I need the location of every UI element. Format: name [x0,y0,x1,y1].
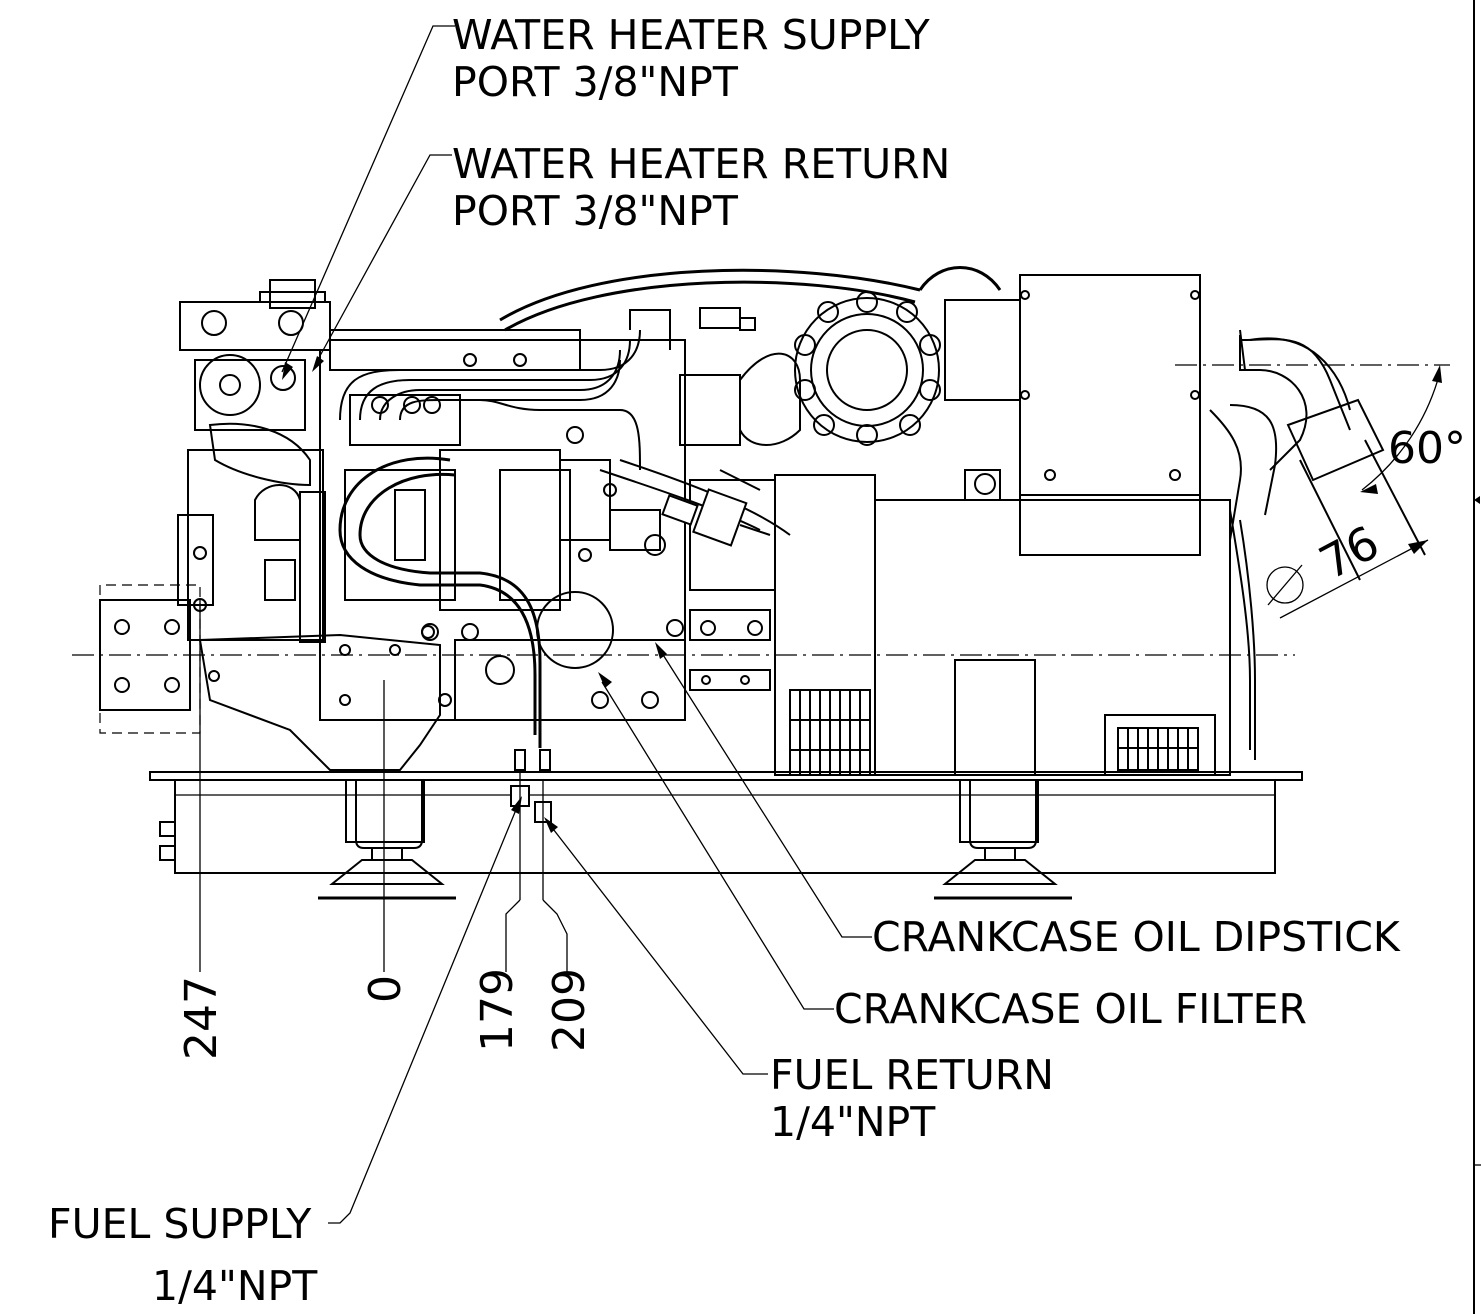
callout-water-heater-return-line1: WATER HEATER RETURN [452,140,951,188]
dimension-247: 247 [176,976,227,1060]
front-mount-bracket [99,584,441,771]
front-cooling-assembly [177,279,331,643]
callout-fuel-supply-line2: 1/4"NPT [152,1262,318,1310]
dimension-exhaust-angle: 60° [1388,423,1466,474]
fuel-filter [661,488,771,547]
callout-fuel-return-line2: 1/4"NPT [770,1098,936,1146]
callout-water-heater-supply-line1: WATER HEATER SUPPLY [452,11,930,59]
engine-block [319,309,686,721]
dimension-0: 0 [360,975,411,1003]
exhaust-elbow [1209,329,1426,581]
callout-fuel-supply-line1: FUEL SUPPLY [48,1200,312,1248]
callout-crankcase-oil-filter: CRANKCASE OIL FILTER [834,985,1308,1033]
exhaust-dimensions [1266,365,1442,619]
centerlines [72,364,1450,656]
callout-water-heater-return-line2: PORT 3/8"NPT [452,187,738,235]
base-frame [149,771,1303,900]
generator-housing [689,274,1256,776]
callout-fuel-return-line1: FUEL RETURN [770,1051,1054,1099]
callout-water-heater-supply-line2: PORT 3/8"NPT [452,58,738,106]
drawing-frame-border [1473,0,1481,1314]
vent-grille-right [1117,727,1199,771]
dimension-209: 209 [544,968,595,1052]
dimension-extension-lines [199,600,568,972]
vent-grille-left [789,689,871,776]
dimension-179: 179 [472,968,523,1052]
leader-lines [281,25,872,1224]
callout-crankcase-oil-dipstick: CRANKCASE OIL DIPSTICK [872,913,1400,961]
air-intake-silencer [679,266,1021,446]
